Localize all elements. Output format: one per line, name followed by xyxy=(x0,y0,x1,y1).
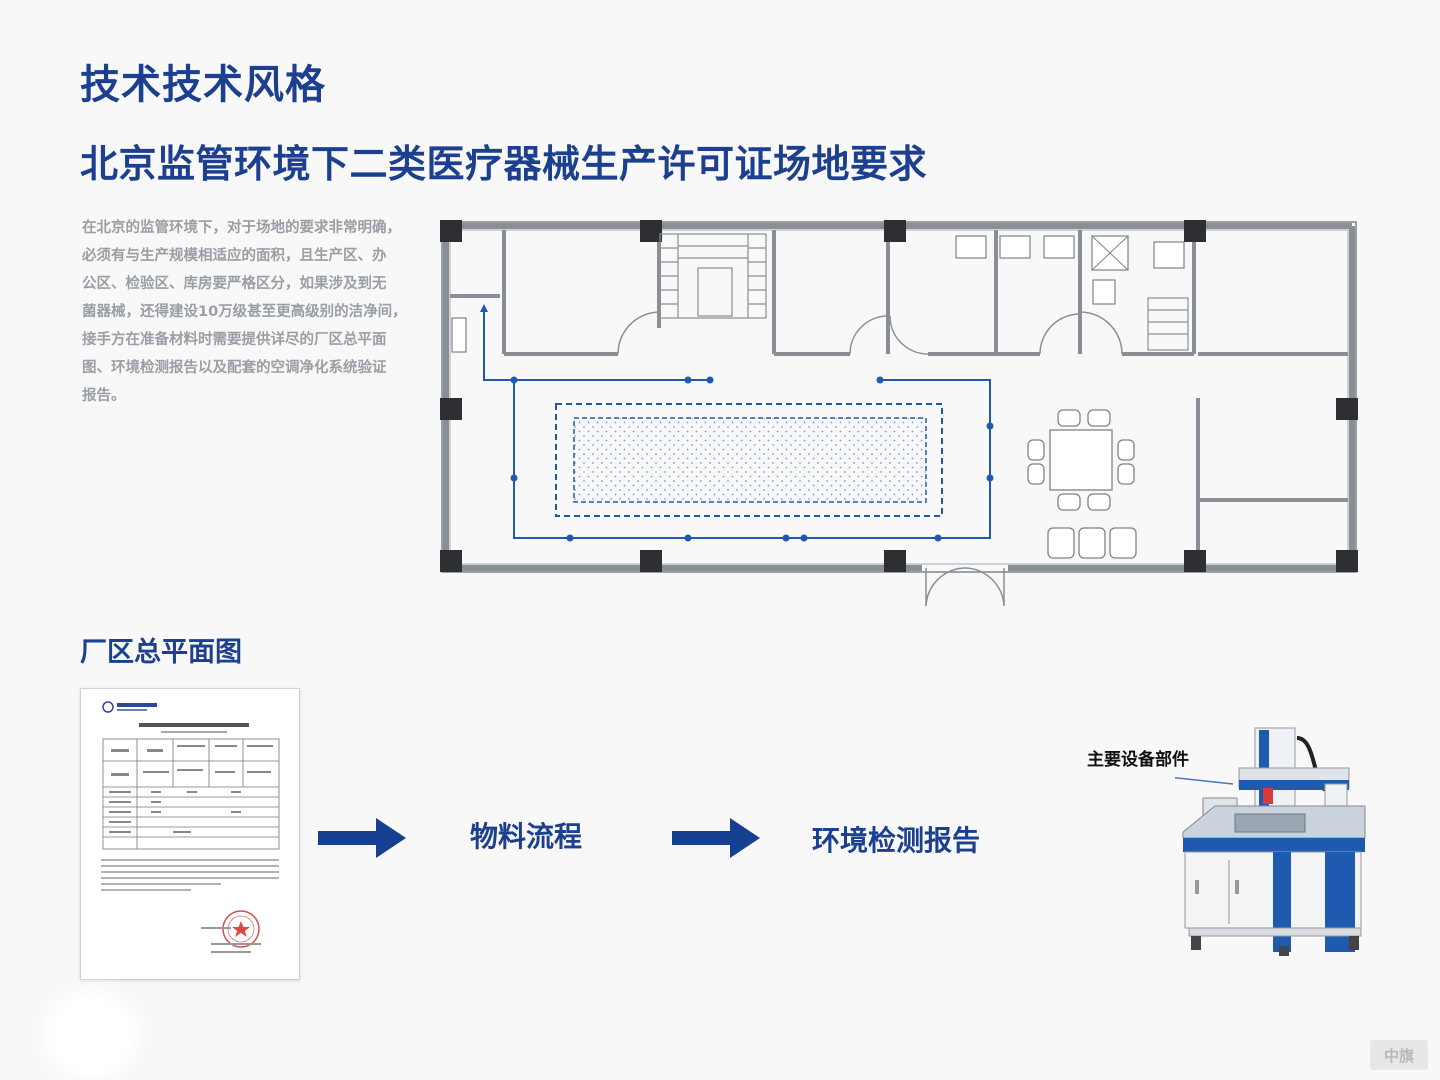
intro-line: 报告。 xyxy=(82,388,126,404)
watermark-badge: 中旗 xyxy=(1370,1040,1428,1070)
brand-title: 技术技术风格 xyxy=(80,62,326,108)
floor-plan-illustration xyxy=(440,220,1358,607)
intro-line: 图、环境检测报告以及配套的空调净化系统验证 xyxy=(82,360,387,376)
page-title: 北京监管环境下二类医疗器械生产许可证场地要求 xyxy=(80,142,928,186)
flow-arrow-icon xyxy=(318,818,406,858)
intro-line: 接手方在准备材料时需要提供详尽的厂区总平面 xyxy=(82,332,387,348)
report-document-thumbnail xyxy=(80,688,300,980)
intro-line: 菌器械，还得建设10万级甚至更高级别的洁净间， xyxy=(82,304,407,320)
intro-paragraph: 在北京的监管环境下，对于场地的要求非常明确， 必须有与生产规模相适应的面积，且生… xyxy=(82,214,438,410)
report-document-illustration xyxy=(101,701,280,953)
intro-line: 必须有与生产规模相适应的面积，且生产区、办 xyxy=(82,248,387,264)
equipment-label: 主要设备部件 xyxy=(1087,750,1189,770)
intro-line: 公区、检验区、库房要严格区分，如果涉及到无 xyxy=(82,276,387,292)
machine-equipment-illustration xyxy=(1175,727,1366,956)
flow-step-env-report: 环境检测报告 xyxy=(812,824,981,857)
flow-step-material: 物料流程 xyxy=(470,820,583,853)
intro-line: 在北京的监管环境下，对于场地的要求非常明确， xyxy=(82,220,401,236)
light-glare xyxy=(52,1000,130,1070)
site-plan-label: 厂区总平面图 xyxy=(80,637,242,668)
flow-arrow-icon xyxy=(672,818,760,858)
